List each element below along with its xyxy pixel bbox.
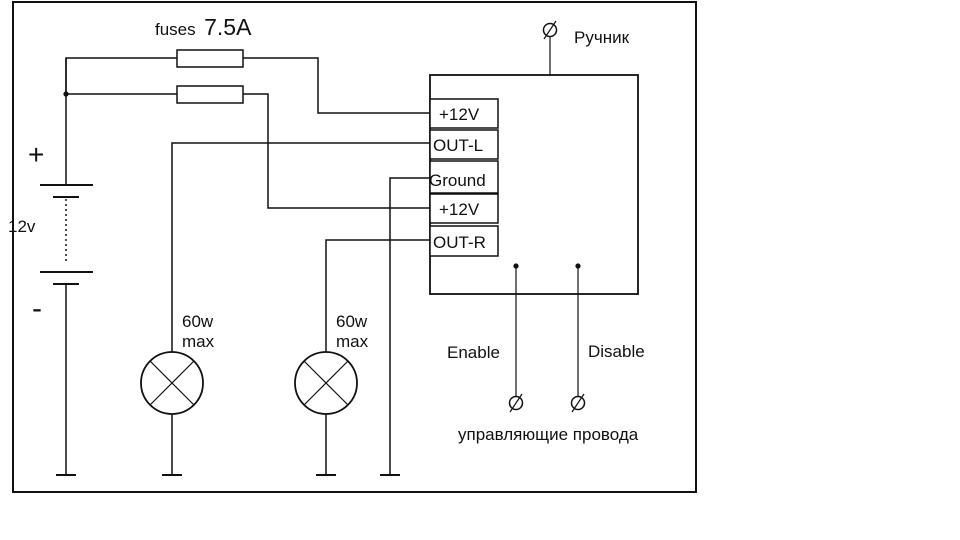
lamp-right-max: max: [336, 332, 369, 351]
lamp-left-max: max: [182, 332, 215, 351]
battery-minus-label: -: [32, 292, 42, 325]
battery-plus-label: +: [28, 139, 44, 170]
lamp-left-power: 60w: [182, 312, 214, 331]
terminal-out-l: OUT-L: [433, 136, 483, 155]
handbrake-terminal: [542, 20, 558, 75]
disable-label: Disable: [588, 342, 645, 361]
fuse-bottom: [66, 85, 430, 209]
battery: [40, 58, 93, 476]
fuses-label: fuses 7.5A: [155, 14, 252, 40]
control-wires-label: управляющие провода: [458, 425, 639, 444]
handbrake-label: Ручник: [574, 28, 630, 47]
terminal-out-r: OUT-R: [433, 233, 486, 252]
lamp-right-power: 60w: [336, 312, 368, 331]
terminal-plus12v-top: +12V: [439, 105, 480, 124]
diagram-frame: [12, 1, 697, 493]
enable-label: Enable: [447, 343, 500, 362]
terminal-block: [429, 98, 499, 257]
lamp-left: [140, 142, 430, 476]
lamp-right: [294, 239, 430, 476]
terminal-plus12v-bottom: +12V: [439, 200, 480, 219]
fuse-top: [65, 49, 430, 114]
enable-wire: [508, 263, 524, 413]
terminal-ground: Ground: [429, 171, 486, 190]
disable-wire: [570, 263, 586, 413]
battery-voltage-label: 12v: [8, 217, 36, 236]
ground-wire: [380, 177, 430, 476]
